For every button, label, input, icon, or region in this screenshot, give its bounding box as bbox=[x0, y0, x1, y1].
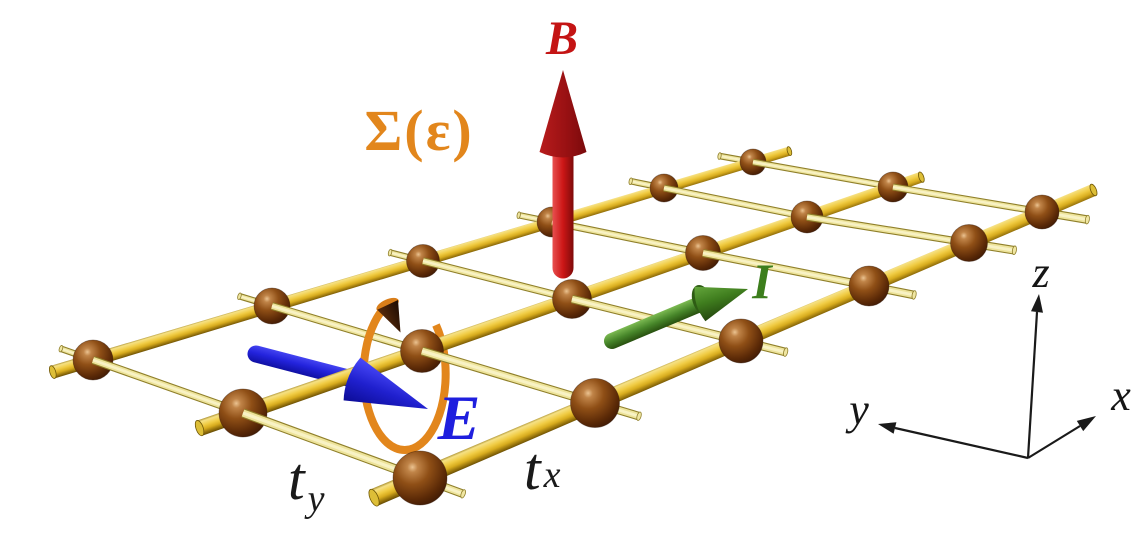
b-field-arrow-group bbox=[539, 70, 587, 279]
axis-z-line bbox=[1026, 311, 1039, 459]
axis-z-arrowhead bbox=[1031, 294, 1043, 313]
y-bond bbox=[892, 185, 1043, 214]
lattice-ybonds-mid-front bbox=[241, 183, 1043, 483]
current-label: I bbox=[751, 253, 773, 309]
bond-end-cap bbox=[460, 489, 466, 499]
self-energy-label: Σ(ε) bbox=[364, 98, 473, 163]
bond-end-cap bbox=[368, 488, 380, 507]
coordinate-axes bbox=[878, 294, 1096, 460]
bond-end-cap bbox=[717, 152, 722, 160]
axis-x-arrowhead bbox=[1076, 416, 1096, 432]
e-field-arrow-head bbox=[343, 357, 428, 409]
bond-end-cap bbox=[911, 290, 917, 300]
y-bond bbox=[806, 215, 970, 245]
hopping-ty-label: ty bbox=[288, 446, 325, 520]
self-energy-loop bbox=[359, 301, 450, 454]
bond-end-cap bbox=[636, 411, 642, 421]
axis-y-label: y bbox=[845, 385, 869, 434]
y-bond bbox=[663, 186, 808, 219]
bond-end-cap bbox=[786, 146, 793, 156]
y-bond bbox=[421, 349, 596, 405]
axis-y-arrowhead bbox=[878, 422, 897, 434]
y-bond bbox=[752, 161, 894, 188]
hopping-tx-label: tx bbox=[524, 436, 561, 502]
lattice-ybonds-back-mid bbox=[91, 158, 894, 417]
current-arrow-head bbox=[694, 286, 748, 322]
bond-end-cap bbox=[783, 347, 789, 357]
self-energy-arrowhead bbox=[377, 300, 401, 333]
lattice-row-back bbox=[48, 146, 793, 381]
y-bond bbox=[242, 411, 421, 480]
lattice-atom bbox=[570, 378, 620, 428]
axis-z-label: z bbox=[1031, 248, 1049, 297]
lattice-atom bbox=[392, 450, 448, 506]
lattice-atom bbox=[848, 265, 890, 307]
hopping-tx-main: t bbox=[524, 436, 542, 502]
y-bond bbox=[702, 251, 870, 288]
hopping-ty-sub: y bbox=[304, 478, 325, 520]
e-field-arrow-head-group bbox=[343, 357, 428, 409]
lattice-atom bbox=[718, 318, 764, 364]
bond-end-cap bbox=[1089, 183, 1098, 197]
axis-x-label: x bbox=[1110, 371, 1131, 420]
bond-end-cap bbox=[237, 292, 242, 300]
lattice-row-front bbox=[368, 183, 1098, 507]
e-field-label: E bbox=[437, 382, 481, 453]
bond-end-cap bbox=[918, 171, 925, 183]
y-bond bbox=[422, 259, 573, 301]
bond-end-cap bbox=[628, 177, 633, 185]
b-field-label: B bbox=[545, 12, 578, 65]
current-arrow-shaft bbox=[604, 296, 708, 349]
bond-end-cap bbox=[194, 420, 205, 437]
bond-end-cap bbox=[387, 248, 393, 257]
hopping-ty-main: t bbox=[288, 446, 306, 512]
y-bond bbox=[551, 220, 704, 255]
axis-y-line bbox=[894, 426, 1029, 460]
bond-end-cap bbox=[1011, 245, 1017, 256]
lattice-atom bbox=[1024, 194, 1060, 230]
y-bond bbox=[92, 358, 244, 415]
self-energy-loop-group bbox=[359, 297, 450, 454]
bond-end-cap bbox=[1084, 214, 1090, 225]
b-field-arrow-head bbox=[539, 70, 587, 158]
bond-end-cap bbox=[48, 365, 57, 379]
current-arrow-group bbox=[604, 284, 748, 349]
axis-x-line bbox=[1027, 425, 1081, 459]
bond-end-cap bbox=[516, 211, 521, 219]
bond-end-cap bbox=[58, 345, 64, 353]
lattice-atom bbox=[950, 224, 988, 262]
y-bond bbox=[271, 304, 423, 353]
hopping-tx-sub: x bbox=[543, 454, 561, 496]
